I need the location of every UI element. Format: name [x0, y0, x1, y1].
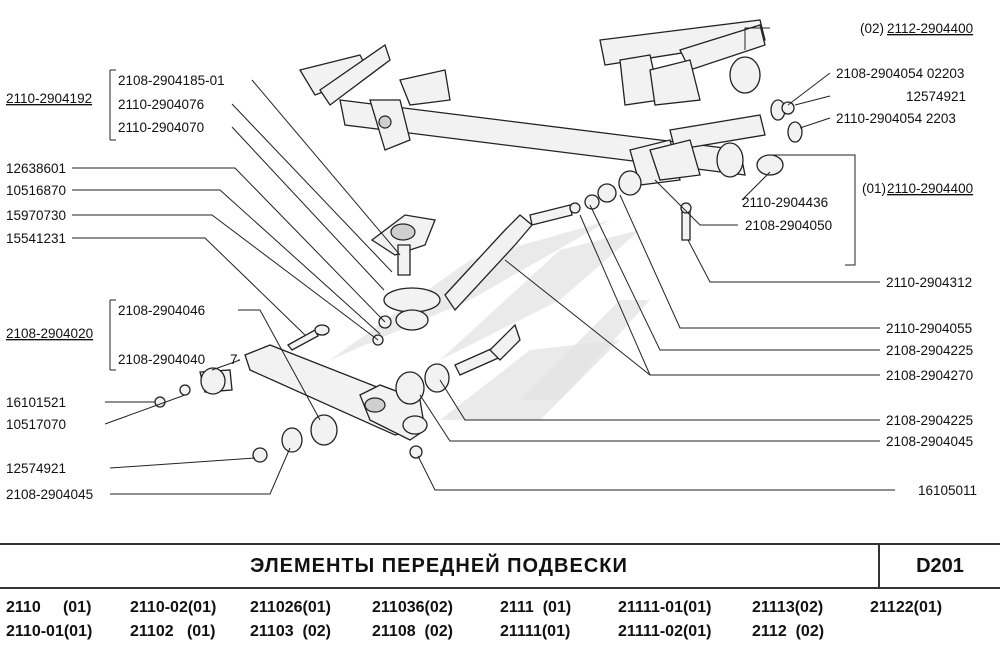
model-item: 2110-02(01) [130, 599, 217, 616]
page-code: D201 [916, 555, 964, 577]
label-16105011: 16105011 [918, 483, 977, 498]
label-2110-2904400: 2110-2904400 [887, 181, 973, 196]
title-divider [878, 545, 880, 587]
model-item: 21113(02) [752, 599, 824, 616]
model-item: 21103 (02) [250, 623, 331, 640]
label-2108-2904045-right: 2108-2904045 [886, 434, 973, 449]
label-2108-2904225-a: 2108-2904225 [886, 343, 973, 358]
right-labels: (02) 2112-2904400 2108-2904054 02203 125… [742, 21, 977, 498]
crossmember-02 [599, 19, 766, 106]
bolt [287, 202, 692, 351]
label-2108-2904054-02203: 2108-2904054 02203 [836, 66, 964, 81]
model-item: 2112 (02) [752, 623, 825, 640]
label-10517070: 10517070 [6, 417, 66, 432]
label-2110-2904054-2203: 2110-2904054 2203 [836, 111, 956, 126]
label-2108-2904045-left: 2108-2904045 [6, 487, 93, 502]
label-15970730: 15970730 [6, 208, 66, 223]
left-labels: 2110-2904192 2108-2904185-01 2110-290407… [6, 73, 238, 502]
label-2110-2904076: 2110-2904076 [118, 97, 204, 112]
model-row-2: 2110-01(01) 21102 (01) 21103 (02) 21108 … [6, 620, 996, 644]
label-2108-2904020: 2108-2904020 [6, 326, 93, 341]
label-16101521: 16101521 [6, 395, 66, 410]
page-title: ЭЛЕМЕНТЫ ПЕРЕДНЕЙ ПОДВЕСКИ [250, 555, 628, 577]
model-item: 21111(01) [500, 623, 571, 640]
title-bar: ЭЛЕМЕНТЫ ПЕРЕДНЕЙ ПОДВЕСКИ D201 [0, 543, 1000, 589]
crossmember [298, 43, 766, 186]
label-12574921-right: 12574921 [906, 89, 966, 104]
model-item: 21111-02(01) [618, 623, 712, 640]
leader-lines [72, 27, 895, 495]
label-15541231: 15541231 [6, 231, 66, 246]
model-item: 211036(02) [372, 599, 453, 616]
model-list: 2110 (01) 2110-02(01) 211026(01) 211036(… [6, 596, 996, 646]
label-2108-2904185-01: 2108-2904185-01 [118, 73, 225, 88]
label-2110-2904055: 2110-2904055 [886, 321, 972, 336]
model-item: 21111-01(01) [618, 599, 712, 616]
suspension-diagram: 2110-2904192 2108-2904185-01 2110-290407… [6, 19, 977, 502]
label-2110-2904436: 2110-2904436 [742, 195, 828, 210]
label-12638601: 12638601 [6, 161, 66, 176]
label-10516870: 10516870 [6, 183, 66, 198]
model-item: 2111 (01) [500, 599, 572, 616]
label-2110-2904312: 2110-2904312 [886, 275, 972, 290]
label-2108-2904040: 2108-2904040 [118, 352, 205, 367]
model-item: 2110-01(01) [6, 623, 93, 640]
label-2108-2904270: 2108-2904270 [886, 368, 973, 383]
bushings-right [756, 99, 803, 176]
lower-arm [154, 323, 521, 463]
label-2112-2904400: 2112-2904400 [887, 21, 973, 36]
model-row-1: 2110 (01) 2110-02(01) 211026(01) 211036(… [6, 596, 996, 620]
model-item: 21102 (01) [130, 623, 216, 640]
label-2108-2904046: 2108-2904046 [118, 303, 205, 318]
label-2110-2904070: 2110-2904070 [118, 120, 204, 135]
label-12574921-left: 12574921 [6, 461, 66, 476]
model-item: 2110 (01) [6, 599, 92, 616]
model-item: 21108 (02) [372, 623, 453, 640]
ball-joint [370, 214, 441, 331]
label-2110-2904192: 2110-2904192 [6, 91, 92, 106]
model-item: 211026(01) [250, 599, 331, 616]
model-item: 21122(01) [870, 599, 943, 616]
label-2108-2904050: 2108-2904050 [745, 218, 832, 233]
label-2108-2904225-b: 2108-2904225 [886, 413, 973, 428]
stabilizer-bar [444, 170, 642, 312]
label-7: 7 [230, 352, 238, 367]
label-01: (01) [862, 181, 886, 196]
label-02: (02) [860, 21, 884, 36]
